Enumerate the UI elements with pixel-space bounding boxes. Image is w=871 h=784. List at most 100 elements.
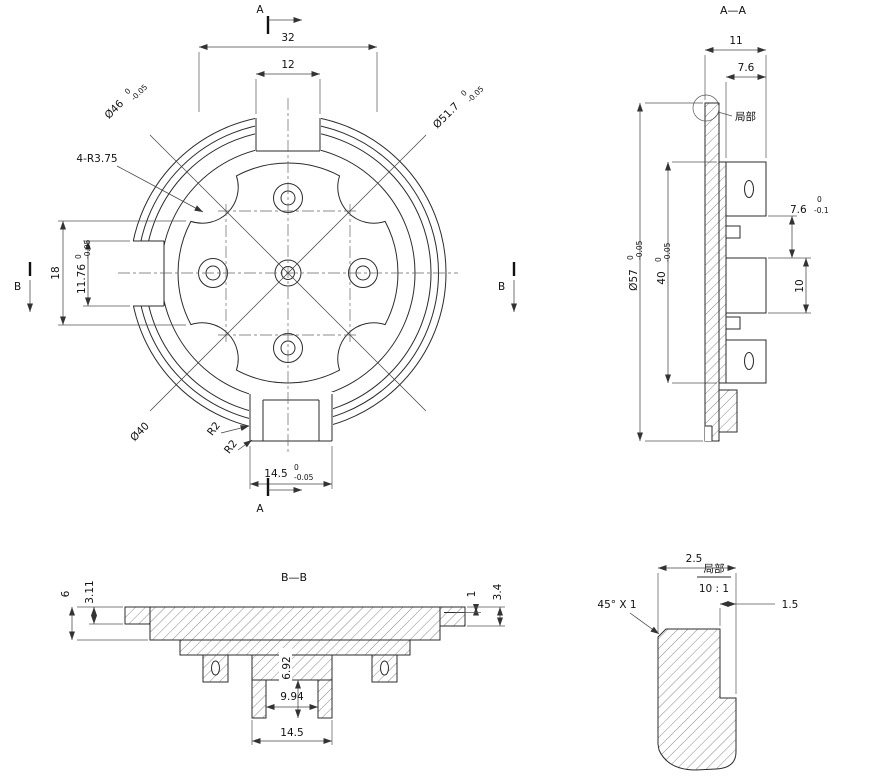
- dim-10-value: 10: [794, 279, 806, 292]
- clover-pocket: [177, 162, 399, 384]
- label-chamfer-value: 45° X 1: [597, 599, 636, 611]
- aa-middle-boss: [725, 257, 767, 314]
- aa-top-boss: [725, 161, 767, 217]
- dim-6-value: 6: [60, 590, 72, 597]
- label-dia46-tol-low: -0.05: [129, 82, 149, 102]
- label-dia51-7-tol-low: -0.05: [465, 84, 485, 104]
- dim-18: 18: [50, 220, 186, 326]
- detail-rim-section: [657, 628, 737, 771]
- dim-dia57: Ø57 0 -0.05: [626, 102, 703, 442]
- aa-step-2: [725, 316, 741, 330]
- dim-11-76-value: 11.76: [76, 264, 88, 294]
- label-dia51-7: Ø51.7 0 -0.05: [431, 84, 486, 131]
- bb-hole-right: [380, 660, 389, 676]
- left-slot-mask: [126, 241, 164, 306]
- aa-detail-callout: 局部: [692, 94, 756, 123]
- label-4-r3-75-value: 4-R3.75: [76, 153, 117, 165]
- dim-40-tol-up: 0: [654, 257, 663, 262]
- label-r2-b-value: R2: [222, 438, 240, 456]
- detail-scale: 10 : 1: [699, 583, 729, 595]
- aa-flange-section: [704, 102, 720, 442]
- bb-hole-left: [211, 660, 220, 676]
- section-bb-title: B—B: [281, 571, 307, 584]
- section-aa-view: A—A 局部 11 7.6: [626, 4, 829, 442]
- dim-7-6-right: 7.6 0 -0.1: [768, 195, 829, 259]
- label-r2-b: R2: [222, 438, 253, 456]
- aa-detail-callout-label: 局部: [735, 110, 756, 123]
- label-dia40-value: Ø40: [128, 420, 152, 444]
- marker-b-right-label: B: [498, 281, 505, 293]
- dim-14-5-front-value: 14.5: [264, 468, 287, 480]
- dim-32-value: 32: [281, 32, 294, 44]
- dim-9-94: 9.94: [266, 691, 318, 710]
- dim-40-tol-low: -0.05: [663, 242, 672, 262]
- dim-6-92-value: 6.92: [281, 656, 293, 679]
- dim-6: 6: [60, 590, 148, 641]
- dim-3-11-value: 3.11: [84, 580, 96, 603]
- label-dia51-7-value: Ø51.7: [431, 100, 462, 131]
- label-dia46: Ø46 0 -0.05: [102, 82, 149, 122]
- aa-bottom-hub: [718, 389, 738, 433]
- dim-14-5-bb-value: 14.5: [280, 727, 303, 739]
- section-aa-title: A—A: [720, 4, 747, 17]
- bb-flange-right-tail: [439, 606, 466, 627]
- bb-tab-wall-right: [317, 679, 333, 719]
- dim-40: 40 0 -0.05: [654, 161, 717, 384]
- section-marker-b-left: B: [14, 262, 33, 312]
- left-slot: [133, 240, 165, 307]
- dim-3-11: 3.11: [84, 580, 123, 625]
- bb-flange-section: [149, 606, 441, 641]
- dim-2-5-value: 2.5: [686, 553, 703, 565]
- label-chamfer: 45° X 1: [597, 599, 660, 635]
- label-dia46-value: Ø46: [102, 98, 126, 122]
- bottom-tab: [249, 394, 333, 442]
- label-dia40: Ø40: [128, 420, 152, 444]
- dim-dia57-tol-low: -0.05: [635, 240, 644, 260]
- dim-14-5-bb: 14.5: [251, 720, 333, 745]
- aa-step-1: [725, 225, 741, 239]
- marker-a-top-label: A: [256, 4, 264, 16]
- dim-3-4-value: 3.4: [492, 583, 504, 600]
- dim-12-value: 12: [281, 59, 294, 71]
- bb-flange-left-tail: [124, 606, 151, 625]
- aa-hole-top: [744, 180, 754, 198]
- label-dia51-7-tol-up: 0: [459, 88, 469, 98]
- dim-11-76-tol-low: -0.05: [83, 239, 92, 259]
- dim-18-value: 18: [50, 266, 62, 279]
- dim-11-76: 11.76 0 -0.05: [74, 239, 130, 307]
- section-marker-a-bottom: A: [256, 478, 302, 515]
- section-marker-a-top: A: [256, 4, 302, 34]
- bb-lug-left: [202, 654, 229, 683]
- dim-14-5-front-tol-up: 0: [294, 463, 299, 472]
- dim-40-value: 40: [656, 271, 668, 284]
- label-r2-a: R2: [205, 420, 250, 438]
- front-view: 32 12 18 11.76 0 -0.05: [14, 4, 517, 515]
- aa-web-section: [718, 161, 727, 384]
- dim-12: 12: [255, 59, 321, 114]
- dim-1-5: 1.5: [719, 599, 799, 626]
- dim-14-5-front-tol-low: -0.05: [294, 473, 314, 482]
- label-4-r3-75: 4-R3.75: [76, 153, 204, 213]
- dim-11: 11: [704, 35, 767, 158]
- dim-11-value: 11: [729, 35, 742, 47]
- aa-bottom-notch: [705, 426, 712, 441]
- section-bb-view: B—B 6 3.11: [60, 571, 505, 745]
- marker-a-bottom-label: A: [256, 503, 264, 515]
- dim-1-value: 1: [466, 591, 478, 598]
- aa-hole-bottom: [744, 352, 754, 370]
- dim-11-76-tol-up: 0: [74, 254, 83, 259]
- bb-hub-section: [179, 639, 411, 656]
- dim-dia57-tol-up: 0: [626, 255, 635, 260]
- dim-1-5-value: 1.5: [782, 599, 799, 611]
- label-r2-a-value: R2: [205, 420, 223, 438]
- label-dia46-tol-up: 0: [123, 86, 133, 96]
- dim-7-6-top: 7.6: [725, 62, 766, 158]
- dim-dia57-value: Ø57: [628, 269, 640, 291]
- dim-9-94-value: 9.94: [280, 691, 304, 703]
- bb-tab-wall-left: [251, 679, 267, 719]
- dim-14-5-front: 14.5 0 -0.05: [249, 446, 333, 489]
- aa-bottom-boss: [725, 339, 767, 384]
- diagonal-leader-2: [149, 134, 427, 412]
